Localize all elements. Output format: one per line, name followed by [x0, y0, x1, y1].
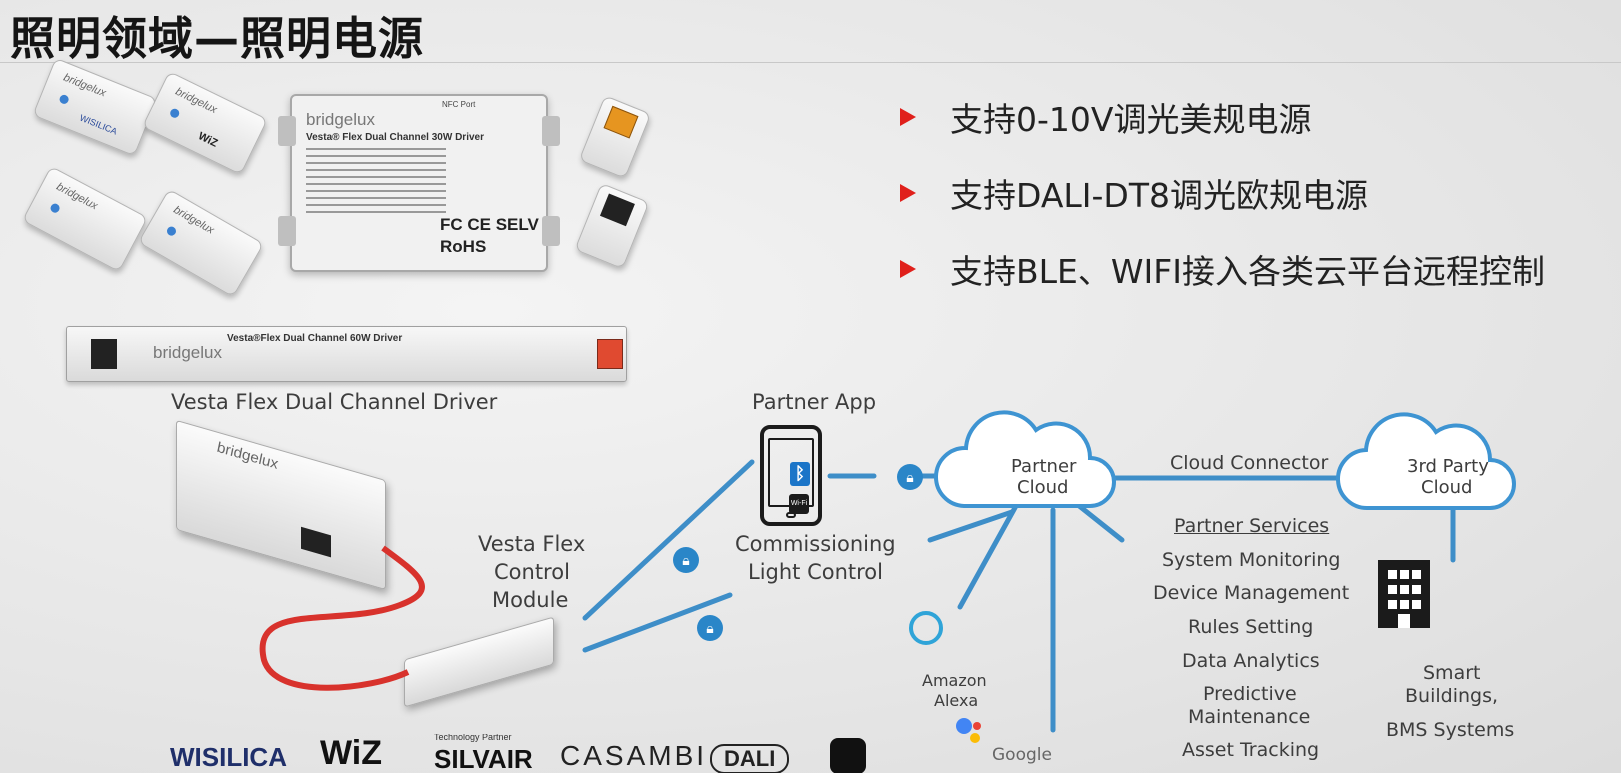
light-control-label: Light Control: [748, 560, 883, 584]
amazon-label: Amazon: [922, 671, 987, 690]
service-item: System Monitoring: [1162, 549, 1341, 571]
dali-logo: DALI: [710, 744, 790, 773]
mount-tab: [278, 116, 296, 146]
link-line: [582, 592, 733, 653]
lock-icon: 🔒︎: [673, 547, 699, 573]
driver-name: Vesta®Flex Dual Channel 60W Driver: [227, 333, 403, 344]
slide-title: 照明领域—照明电源: [10, 12, 425, 65]
partner-logos-row: WISILICA WiZ Technology Partner SILVAIR …: [170, 734, 890, 773]
window: [1412, 570, 1421, 579]
phone-home-button: [786, 512, 796, 518]
third-party-cloud-label: 3rd Party: [1407, 456, 1489, 477]
building-door: [1398, 614, 1410, 628]
partner-cloud-label: Cloud: [1017, 477, 1069, 498]
window: [1412, 585, 1421, 594]
mount-tab: [542, 216, 560, 246]
red-cable: [259, 545, 425, 691]
bullet-arrow-icon: [900, 260, 916, 278]
service-item: Rules Setting: [1188, 616, 1314, 638]
alexa-label: Alexa: [934, 691, 979, 710]
silvair-logo: SILVAIR: [434, 744, 533, 773]
title-divider: [0, 62, 1621, 63]
vesta-module-label: Control: [494, 560, 570, 584]
wiz-logo: WiZ: [320, 734, 383, 772]
smart-buildings-label: Buildings,: [1405, 685, 1499, 707]
link-line: [927, 509, 1015, 543]
smart-buildings-label: BMS Systems: [1386, 719, 1515, 741]
lock-icon: 🔒︎: [697, 615, 723, 641]
smart-buildings-label: Smart: [1423, 662, 1481, 684]
window: [1400, 570, 1409, 579]
terminal-block: [91, 339, 117, 369]
building-icon: [1378, 560, 1430, 628]
wifi-icon: Wi-Fi: [789, 494, 809, 514]
alexa-icon: [909, 611, 943, 645]
driver-caption: Vesta Flex Dual Channel Driver: [171, 390, 498, 414]
window: [1400, 600, 1409, 609]
service-item: Data Analytics: [1182, 650, 1320, 672]
service-item: Device Management: [1153, 582, 1350, 604]
third-party-cloud-icon: [1336, 412, 1516, 511]
bullet-item: 支持BLE、WIFI接入各类云平台远程控制: [900, 244, 1545, 294]
dali-app-icon: [830, 738, 866, 773]
partner-app-label: Partner App: [752, 390, 877, 414]
mount-tab: [278, 216, 296, 246]
mount-tab: [542, 116, 560, 146]
driver-brand: bridgelux: [306, 110, 375, 129]
technology-partner-text: Technology Partner: [434, 734, 512, 742]
bullet-arrow-icon: [900, 108, 916, 126]
lock-icon: 🔒︎: [897, 464, 923, 490]
commissioning-label: Commissioning: [735, 532, 896, 556]
bullet-item: 支持DALI-DT8调光欧规电源: [900, 168, 1545, 218]
bullet-item: 支持0-10V调光美规电源: [900, 92, 1545, 142]
partner-services-heading: Partner Services: [1174, 515, 1330, 537]
bullet-arrow-icon: [900, 184, 916, 202]
vesta-module-label: Module: [492, 588, 569, 612]
wisilica-logo: WISILICA: [170, 742, 287, 772]
link-line: [1075, 502, 1125, 543]
driver-30w-image: bridgelux Vesta® Flex Dual Channel 30W D…: [278, 94, 560, 272]
cloud-connector-label: Cloud Connector: [1170, 452, 1329, 474]
bullet-text: 支持DALI-DT8调光欧规电源: [950, 176, 1368, 215]
driver-name: Vesta® Flex Dual Channel 30W Driver: [306, 132, 484, 143]
partner-cloud-icon: [934, 410, 1116, 508]
google-assistant-icon: [956, 718, 981, 743]
window: [1388, 570, 1397, 579]
service-item: Predictive: [1203, 683, 1297, 705]
window: [1388, 585, 1397, 594]
google-label: Google: [992, 745, 1052, 765]
driver-60w-image: bridgelux Vesta®Flex Dual Channel 60W Dr…: [66, 326, 627, 382]
bullet-text: 支持0-10V调光美规电源: [950, 100, 1312, 139]
casambi-logo: CASAMBI: [560, 740, 708, 771]
service-item: Asset Tracking: [1182, 739, 1320, 761]
nfc-port-label: NFC Port: [442, 100, 476, 109]
bluetooth-icon: ᛒ: [790, 462, 810, 486]
phone-icon: ᛒ Wi-Fi: [760, 425, 822, 526]
feature-bullets: 支持0-10V调光美规电源 支持DALI-DT8调光欧规电源 支持BLE、WIF…: [900, 92, 1545, 320]
phone-screen: ᛒ Wi-Fi: [768, 438, 814, 514]
bullet-text: 支持BLE、WIFI接入各类云平台远程控制: [950, 252, 1545, 291]
terminal-block: [597, 339, 623, 369]
link-line: [582, 459, 755, 621]
service-item: Maintenance: [1188, 706, 1311, 728]
vesta-module-label: Vesta Flex: [478, 532, 586, 556]
window: [1400, 585, 1409, 594]
driver-spec-lines: [306, 148, 446, 218]
certification-logos: FC CE SELV RoHS: [440, 215, 539, 256]
third-party-cloud-label: Cloud: [1421, 477, 1473, 498]
window: [1388, 600, 1397, 609]
partner-cloud-label: Partner: [1011, 456, 1077, 477]
driver-brand: bridgelux: [153, 343, 222, 362]
window: [1412, 600, 1421, 609]
